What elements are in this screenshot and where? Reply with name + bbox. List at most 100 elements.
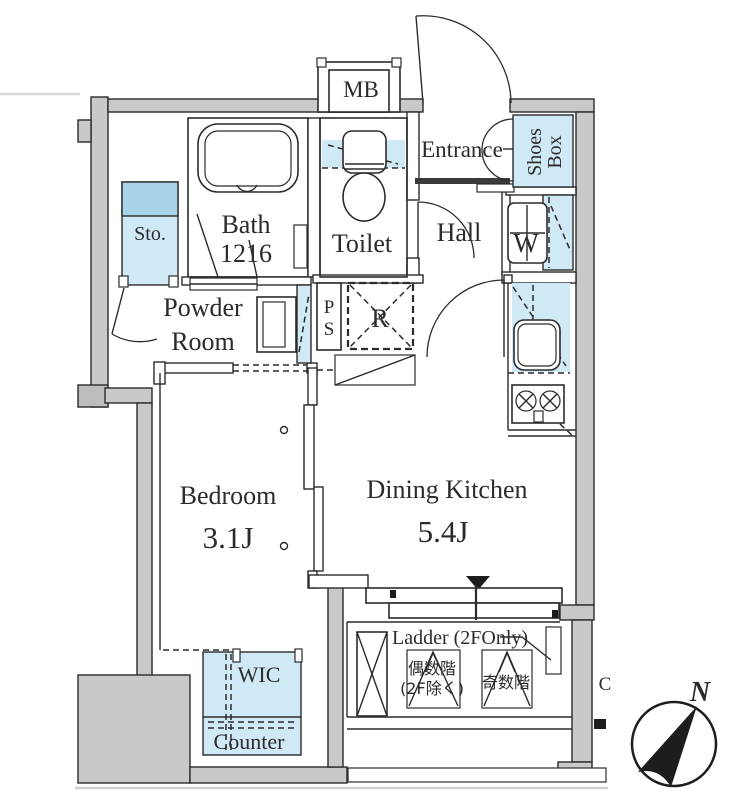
storage-label: Sto. [134, 223, 166, 245]
window-cap-right [552, 610, 558, 618]
meter-box-label: MB [343, 77, 379, 102]
pipe-shaft-label-line1: P [324, 297, 335, 318]
entrance-step-wall [415, 178, 510, 184]
washer-kitchen-wall [501, 271, 577, 284]
left-wall-stub [77, 119, 92, 143]
hatch-odd-box [481, 649, 533, 709]
powder-bottom-wall-left [154, 362, 234, 374]
refrigerator-cross-2 [349, 284, 412, 348]
right-outer-wall-upper [575, 111, 595, 606]
balcony-railing [347, 767, 607, 783]
bedroom-size-label: 3.1J [203, 520, 254, 555]
dining-kitchen-size-label: 5.4J [418, 514, 469, 549]
toilet-label: Toilet [332, 229, 393, 258]
window-cap-left [390, 590, 396, 598]
compass-needle-icon [638, 706, 697, 787]
hall-label: Hall [437, 218, 482, 247]
toilet-room-outline [319, 117, 408, 278]
ladder-label: Ladder (2FOnly) [392, 627, 528, 649]
bedroom-left-wall [136, 402, 153, 678]
dining-kitchen-label: Dining Kitchen [366, 475, 527, 504]
sliding-door-pull-1 [279, 425, 289, 435]
powder-door-swing-arc [111, 333, 158, 343]
compass-north-label: N [689, 677, 712, 708]
kitchen-dashed-diagonal [512, 286, 567, 367]
shoes-box-label-group: Shoes Box [524, 128, 566, 176]
hatch-even-label-line1: 偶数階 [408, 659, 456, 678]
powder-room-label-line1: Powder [163, 293, 243, 322]
washer-shelf-dashed-diagonal [550, 205, 572, 253]
storage-door-post-left [118, 275, 129, 288]
powder-side-shelf [296, 284, 312, 364]
right-wall-stub [559, 604, 595, 621]
top-wall-right [509, 98, 595, 113]
cupboard-diagonal [334, 354, 416, 386]
powder-room-label-line2: Room [171, 327, 235, 356]
shoes-box-door-arc-bottom [481, 149, 514, 182]
washer-side-shelf [542, 194, 574, 271]
balcony-window-sash-inner [388, 602, 560, 619]
bottom-wall-band [189, 766, 348, 784]
opening-direction-triangle [466, 576, 490, 590]
sliding-door-pull-2 [279, 541, 289, 551]
hatch-odd-label: 奇数階 [482, 673, 530, 692]
ladder-leader-line [500, 636, 552, 661]
entrance-label: Entrance [421, 137, 503, 162]
left-outer-wall [90, 96, 109, 408]
wall-jog [104, 387, 153, 404]
hatch-even-box [406, 649, 461, 709]
entrance-step-sill [476, 183, 515, 193]
refrigerator-label: R [371, 304, 389, 333]
stove-grill [533, 410, 544, 423]
dk-door-swing-arc [426, 279, 505, 358]
hall-bottom-wall [312, 274, 424, 284]
counter-label: Counter [214, 729, 286, 754]
balcony-partition-cross-2 [356, 631, 388, 717]
front-door-leaf [415, 15, 424, 104]
toilet-bowl [342, 172, 386, 222]
bath-counter [293, 224, 308, 269]
bath-door-panel-2 [248, 239, 258, 278]
bedroom-sliding-panel-1 [303, 404, 315, 490]
bedroom-label: Bedroom [180, 481, 277, 510]
bottom-left-block [77, 674, 191, 784]
bedroom-sliding-panel-2 [313, 486, 324, 572]
kitchen-sink-inner [517, 323, 557, 367]
meter-box-corner-left [316, 57, 327, 68]
washbasin-inner [262, 301, 286, 348]
hatch-even-chevron-inner [424, 651, 443, 673]
hatch-even-label-line2: (2F除く) [400, 679, 464, 698]
washer-alcove-top-wall [505, 186, 577, 196]
storage-door-post-right [168, 275, 179, 288]
bedroom-dk-wall-top [307, 367, 318, 406]
corridor-letter: C [599, 674, 612, 695]
washer-label: W [513, 228, 539, 258]
pipe-shaft-label-line2: S [324, 319, 335, 340]
wic-box [202, 651, 302, 756]
shoes-box [512, 114, 574, 188]
ladder-hatch [545, 626, 562, 675]
front-door-swing-arc [415, 15, 512, 104]
toilet-tank [342, 130, 387, 174]
bathtub-inner [204, 130, 292, 187]
window-left-wall-piece [308, 574, 369, 589]
bath-toilet-wall [307, 117, 321, 278]
right-outer-wall-lower [571, 619, 593, 763]
hall-bottom-wall-right [503, 274, 513, 284]
shoes-box-door-arc-top [481, 118, 514, 151]
storage-box-top-shelf [121, 181, 179, 217]
wic-right-wall [327, 586, 344, 768]
wic-door-post-left [232, 648, 241, 663]
compass-circle [630, 700, 718, 788]
toilet-hall-wall-upper [406, 111, 420, 201]
bath-door-panel-1 [196, 213, 219, 278]
wic-door-post-right [294, 648, 303, 663]
kitchen-corner-dash [559, 423, 575, 438]
meter-box-corner-right [391, 57, 402, 68]
drain-pipe-marker [594, 719, 606, 729]
powder-door-leaf [111, 287, 125, 335]
stove-burner-right-cross2 [542, 393, 558, 409]
left-wall-pillar [77, 384, 109, 408]
